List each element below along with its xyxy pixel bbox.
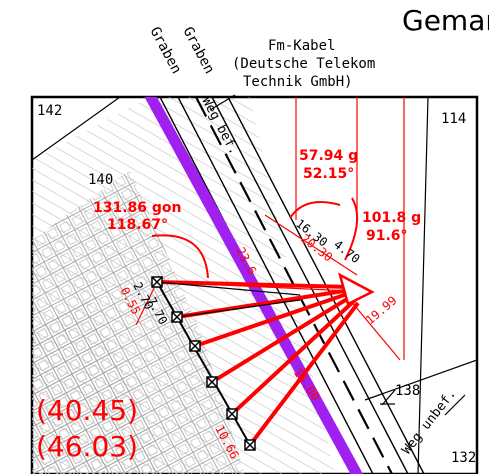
fm-kabel-label: Fm-Kabel: [268, 38, 335, 54]
angle-left-deg: 118.67°: [107, 217, 168, 233]
marker-4: [206, 376, 218, 388]
marker-2: [171, 311, 183, 323]
angle-arcs: [151, 197, 359, 279]
angle-right-gon: 101.8 g: [362, 210, 421, 226]
graben-label-1: Graben: [146, 24, 184, 76]
marker-6: [244, 439, 256, 451]
parcel-132: 132: [451, 450, 476, 466]
angle-right-deg: 91.6°: [366, 228, 408, 244]
parcel-142: 142: [37, 103, 62, 119]
fm-kabel-owner-2: Technik GmbH): [243, 74, 353, 90]
parcel-138: 138: [395, 383, 420, 399]
fm-kabel-owner-1: (Deutsche Telekom: [232, 56, 375, 72]
parcel-114: 114: [441, 111, 466, 127]
parcel-140: 140: [88, 172, 113, 188]
graben-label-2: Graben: [179, 24, 217, 76]
dist-19-99: 19.99: [363, 293, 400, 327]
angle-top-deg: 52.15°: [303, 166, 354, 182]
angle-top-gon: 57.94 g: [299, 148, 358, 164]
marker-3: [189, 340, 201, 352]
parcel-boundaries: [32, 97, 477, 474]
leader-lines: [209, 94, 466, 416]
marker-5: [226, 408, 238, 420]
station-triangle: [338, 272, 375, 306]
area-2: (46.03): [36, 430, 138, 463]
gemarkung-title: Gemar: [402, 4, 489, 37]
marker-1: [151, 276, 163, 288]
angle-left-gon: 131.86 gon: [93, 200, 182, 216]
grid-area-2: [32, 300, 160, 474]
boundary-markers: [151, 276, 256, 451]
area-1: (40.45): [36, 394, 138, 427]
